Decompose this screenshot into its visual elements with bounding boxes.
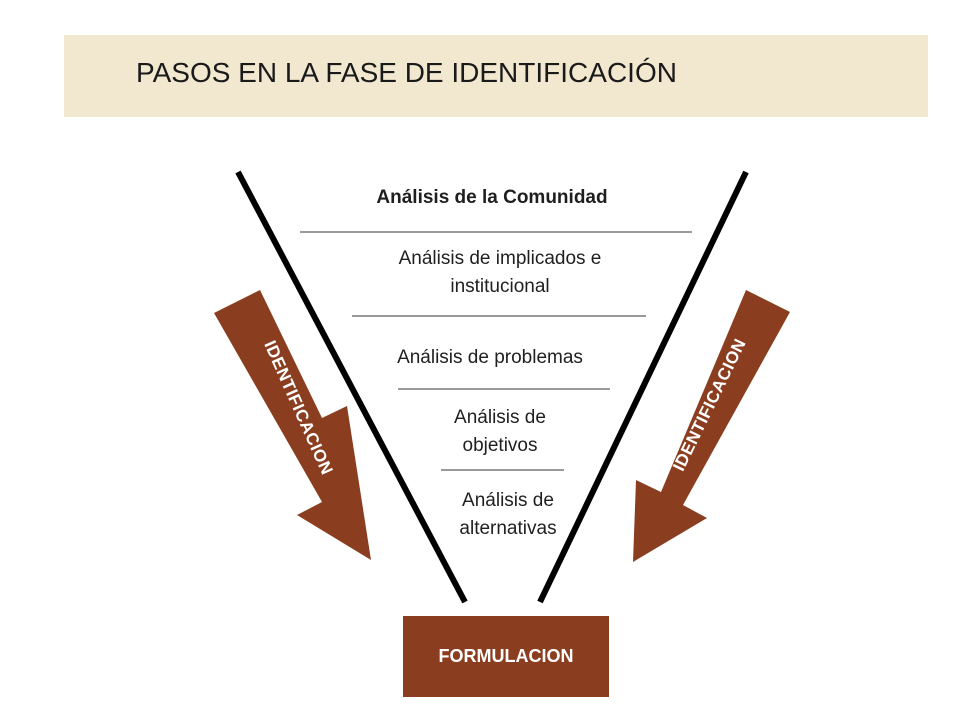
title-banner (64, 35, 928, 117)
step-label-line1: Análisis de (454, 407, 546, 428)
v-line-left (235, 170, 468, 604)
page-title: PASOS EN LA FASE DE IDENTIFICACIÓN (136, 57, 677, 88)
identification-arrow-left (214, 290, 371, 560)
step-problem-analysis: Análisis de problemas (350, 344, 630, 372)
step-label-line2: objetivos (462, 435, 538, 456)
formulation-box (403, 616, 609, 697)
step-alternatives-analysis: Análisis de alternativas (408, 487, 608, 543)
step-label-line2: institucional (450, 276, 550, 297)
step-label: Análisis de problemas (397, 347, 583, 368)
identification-arrow-right (633, 290, 790, 562)
step-label-line1: Análisis de (462, 490, 554, 511)
step-objectives-analysis: Análisis de objetivos (400, 404, 600, 460)
step-label: Análisis de la Comunidad (376, 187, 608, 208)
step-label-line1: Análisis de implicados e (398, 248, 602, 269)
step-community-analysis: Análisis de la Comunidad (300, 184, 684, 212)
step-label-line2: alternativas (459, 518, 557, 539)
formulation-label: FORMULACION (438, 646, 574, 666)
step-stakeholder-analysis: Análisis de implicados e institucional (340, 245, 660, 301)
v-line-right (537, 170, 749, 604)
